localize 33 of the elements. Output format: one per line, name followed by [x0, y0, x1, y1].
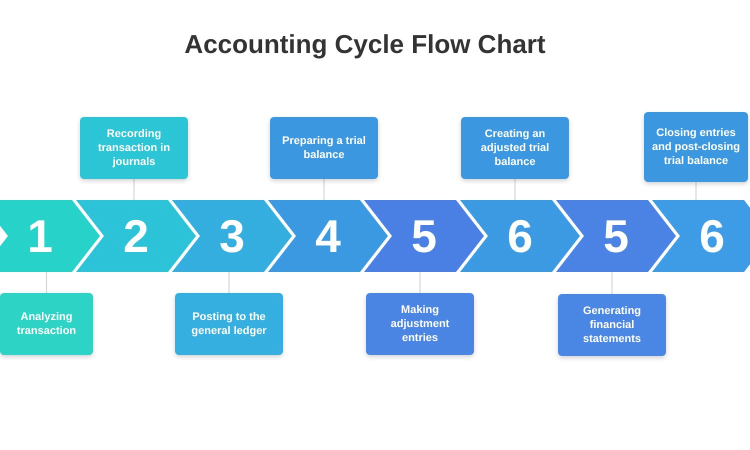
connector-line [419, 272, 421, 293]
step-number: 4 [315, 213, 341, 259]
chart-title: Accounting Cycle Flow Chart [184, 28, 546, 60]
step-number: 3 [219, 213, 245, 259]
step-number: 6 [699, 213, 725, 259]
step-number: 5 [603, 213, 629, 259]
step-number: 2 [123, 213, 149, 259]
callout-box [175, 293, 283, 355]
callout-box [270, 117, 378, 179]
connector-line [323, 179, 325, 200]
callout-text: Creating an adjusted trial balance [480, 127, 550, 169]
callout-text: Making adjustment entries [390, 303, 450, 345]
callout-box [80, 117, 188, 179]
step-number: 5 [411, 213, 437, 259]
callout-text: Preparing a trial balance [281, 134, 367, 162]
callout-box [461, 117, 569, 179]
connector-line [695, 182, 697, 200]
callout-text: Recording transaction in journals [96, 127, 172, 169]
callout-text: Generating financial statements [582, 304, 642, 346]
connector-line [228, 272, 230, 293]
callout-box [366, 293, 474, 355]
connector-line [133, 179, 135, 200]
connector-line [514, 179, 516, 200]
callout-text: Closing entries and post-closing trial balance [651, 126, 741, 168]
callout-box [0, 293, 93, 355]
connector-line [611, 272, 613, 294]
callout-box [644, 112, 748, 182]
callout-text: Posting to the general ledger [190, 310, 268, 338]
step-number: 6 [507, 213, 533, 259]
step-number: 1 [27, 213, 53, 259]
callout-box [558, 294, 666, 356]
connector-line [46, 272, 48, 293]
callout-text: Analyzing transaction [16, 310, 78, 338]
